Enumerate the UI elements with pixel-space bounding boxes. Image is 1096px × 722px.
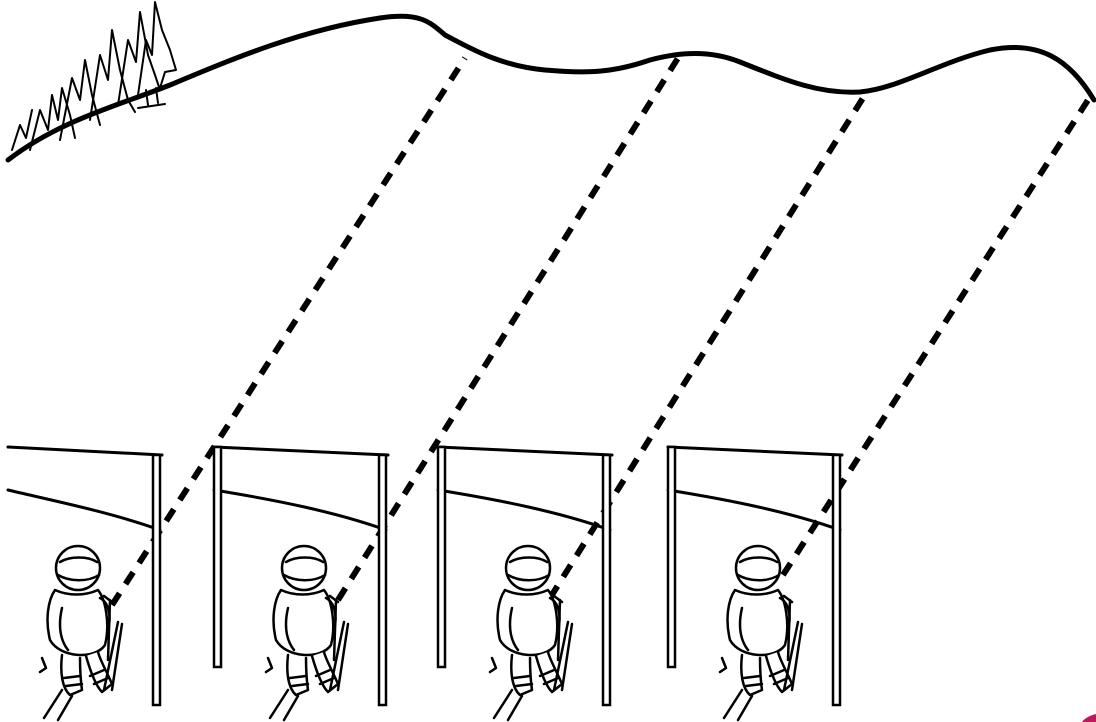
sight-line-3 bbox=[550, 90, 868, 598]
panel-1 bbox=[8, 447, 162, 720]
frame-top bbox=[438, 447, 612, 455]
frame-post-right bbox=[833, 455, 840, 705]
panel-2 bbox=[214, 447, 388, 720]
frame-top bbox=[214, 447, 388, 455]
frame-post-left bbox=[438, 447, 445, 667]
sight-lines bbox=[112, 58, 1088, 605]
frame-post-right bbox=[603, 455, 610, 705]
skier-icon bbox=[720, 546, 802, 720]
skier-icon bbox=[40, 546, 122, 720]
pine-trees-group bbox=[12, 2, 176, 150]
frame-slope-curve bbox=[438, 490, 610, 530]
frame-post-right bbox=[379, 455, 386, 705]
sight-line-4 bbox=[783, 100, 1088, 575]
pine-tree-icon bbox=[138, 2, 176, 108]
frame-post-right bbox=[153, 455, 160, 705]
sight-line-1 bbox=[112, 58, 465, 605]
panels bbox=[8, 447, 842, 720]
skier-icon bbox=[490, 546, 572, 720]
frame-slope-curve bbox=[8, 490, 160, 530]
skier-icon bbox=[266, 546, 348, 720]
frame-top bbox=[8, 447, 162, 455]
pine-tree-icon bbox=[12, 88, 75, 150]
frame-post-left bbox=[214, 447, 221, 667]
frame-post-left bbox=[668, 447, 675, 667]
mountain-ridge bbox=[8, 16, 1094, 160]
corner-accent-mark bbox=[1082, 714, 1096, 722]
panel-4 bbox=[668, 447, 842, 720]
panel-3 bbox=[438, 447, 612, 720]
frame-top bbox=[668, 447, 842, 455]
frame-slope-curve bbox=[214, 490, 386, 530]
sight-line-2 bbox=[338, 58, 678, 600]
